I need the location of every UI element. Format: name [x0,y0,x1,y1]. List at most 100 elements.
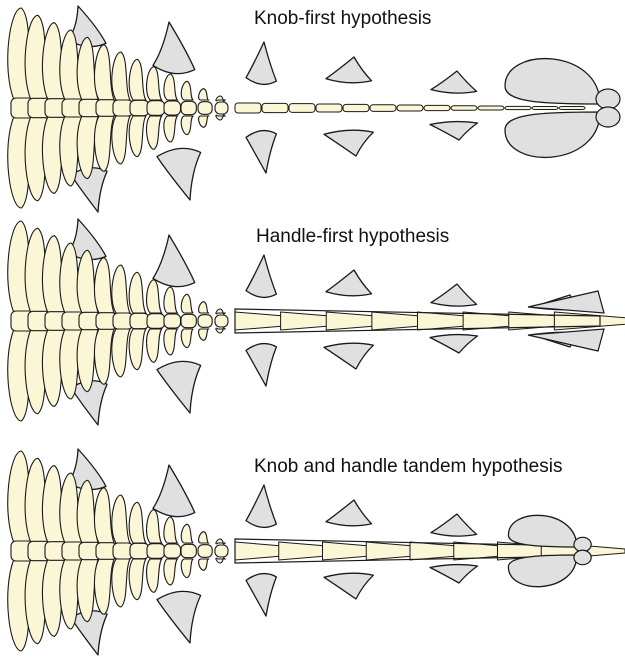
transverse-process-lower [128,558,147,601]
osteoderm-plate [429,120,479,141]
transverse-process-lower [215,557,227,564]
transverse-process-upper [180,80,194,101]
panel-tandem-diagram [7,448,625,656]
transverse-process-upper [180,293,194,314]
transverse-process-lower [215,327,227,334]
distal-vertebra [558,106,586,110]
vertebra-centrum [163,543,182,559]
panel-handle-first-diagram [7,218,625,426]
osteoderm-plate [430,70,478,94]
transverse-process-lower [93,558,115,615]
osteoderm-plate [152,234,196,288]
transverse-process-lower [145,115,163,150]
vertebra-centrum [129,542,150,560]
transverse-process-upper [163,73,179,101]
transverse-process-lower [215,114,227,121]
osteoderm-plate [323,129,375,157]
panel-title-knob-first: Knob-first hypothesis [254,8,432,29]
knob-terminal-osteoderm-lower [573,549,592,566]
transverse-process-upper [198,531,210,544]
osteoderm-plate [245,342,278,387]
transverse-process-upper [215,538,227,545]
distal-vertebra [477,105,505,111]
transverse-process-upper [163,516,179,544]
transverse-process-upper [163,286,179,314]
osteoderm-plate [323,572,375,600]
osteoderm-plate [429,563,479,584]
transverse-process-lower [145,328,163,363]
vertebra-centrum [146,313,166,329]
transverse-process-upper [128,501,147,544]
knob-osteoderm-upper [504,58,601,105]
knob-osteoderm-lower [504,111,601,158]
transverse-process-lower [128,328,147,371]
vertebral-column [7,220,625,422]
flank-osteoderms [67,448,479,656]
vertebra-centrum [129,99,150,117]
transverse-process-upper [215,95,227,102]
transverse-process-upper [145,509,163,544]
transverse-process-lower [111,328,131,378]
transverse-process-lower [163,328,179,356]
vertebra-centrum [146,100,166,116]
vertebral-column [7,7,586,209]
distal-vertebra [369,104,397,112]
transverse-process-upper [128,58,147,101]
distal-vertebra [423,104,451,112]
vertebra-centrum [214,314,229,328]
transverse-process-lower [111,558,131,608]
transverse-process-upper [198,88,210,101]
vertebra-centrum [180,543,197,559]
knob-terminal-osteoderm-upper [573,536,592,553]
vertebra-centrum [214,544,229,558]
osteoderm-plate [156,147,202,201]
transverse-process-lower [93,328,115,385]
osteoderm-plate [152,21,196,75]
handle-outline [234,308,601,334]
transverse-process-lower [163,115,179,143]
transverse-process-lower [180,115,194,136]
vertebra-centrum [146,543,166,559]
osteoderm-plate [325,269,373,297]
distal-vertebra [315,103,343,113]
distal-vertebra [261,102,289,114]
vertebra-centrum [197,314,213,328]
vertebra-centrum [163,313,182,329]
handle-vertebra [553,311,625,331]
vertebra-centrum [197,101,213,115]
transverse-process-upper [111,264,131,314]
vertebra-centrum [180,100,197,116]
osteoderm-plate [325,499,373,527]
panel-title-handle-first: Handle-first hypothesis [256,226,450,247]
vertebra-centrum [197,544,213,558]
transverse-process-lower [93,115,115,172]
osteoderm-plate [430,283,478,307]
transverse-process-lower [128,115,147,158]
vertebra-centrum [163,100,182,116]
transverse-process-upper [180,523,194,544]
knob-osteoderm-lower [507,554,578,588]
vertebra-centrum [129,312,150,330]
vertebra-centrum [180,313,197,329]
transverse-process-lower [180,558,194,579]
osteoderm-plate [245,572,278,617]
distal-vertebra [504,105,532,111]
transverse-process-upper [111,494,131,544]
distal-vertebra [288,103,316,113]
transverse-process-lower [111,115,131,165]
osteoderm-plate [156,360,202,414]
knob-osteoderm-upper [507,514,578,548]
osteoderm-plate [323,342,375,370]
transverse-process-upper [145,279,163,314]
knob-terminal-osteoderm-lower [595,106,621,128]
vertebra-centrum [214,101,229,115]
terminal-osteoderm-upper [527,290,605,314]
transverse-process-upper [93,257,115,314]
transverse-process-lower [198,558,210,571]
transverse-process-upper [93,44,115,101]
tail-club-knob [507,514,592,588]
panel-knob-first-diagram [7,5,621,213]
distal-vertebra [450,105,478,111]
